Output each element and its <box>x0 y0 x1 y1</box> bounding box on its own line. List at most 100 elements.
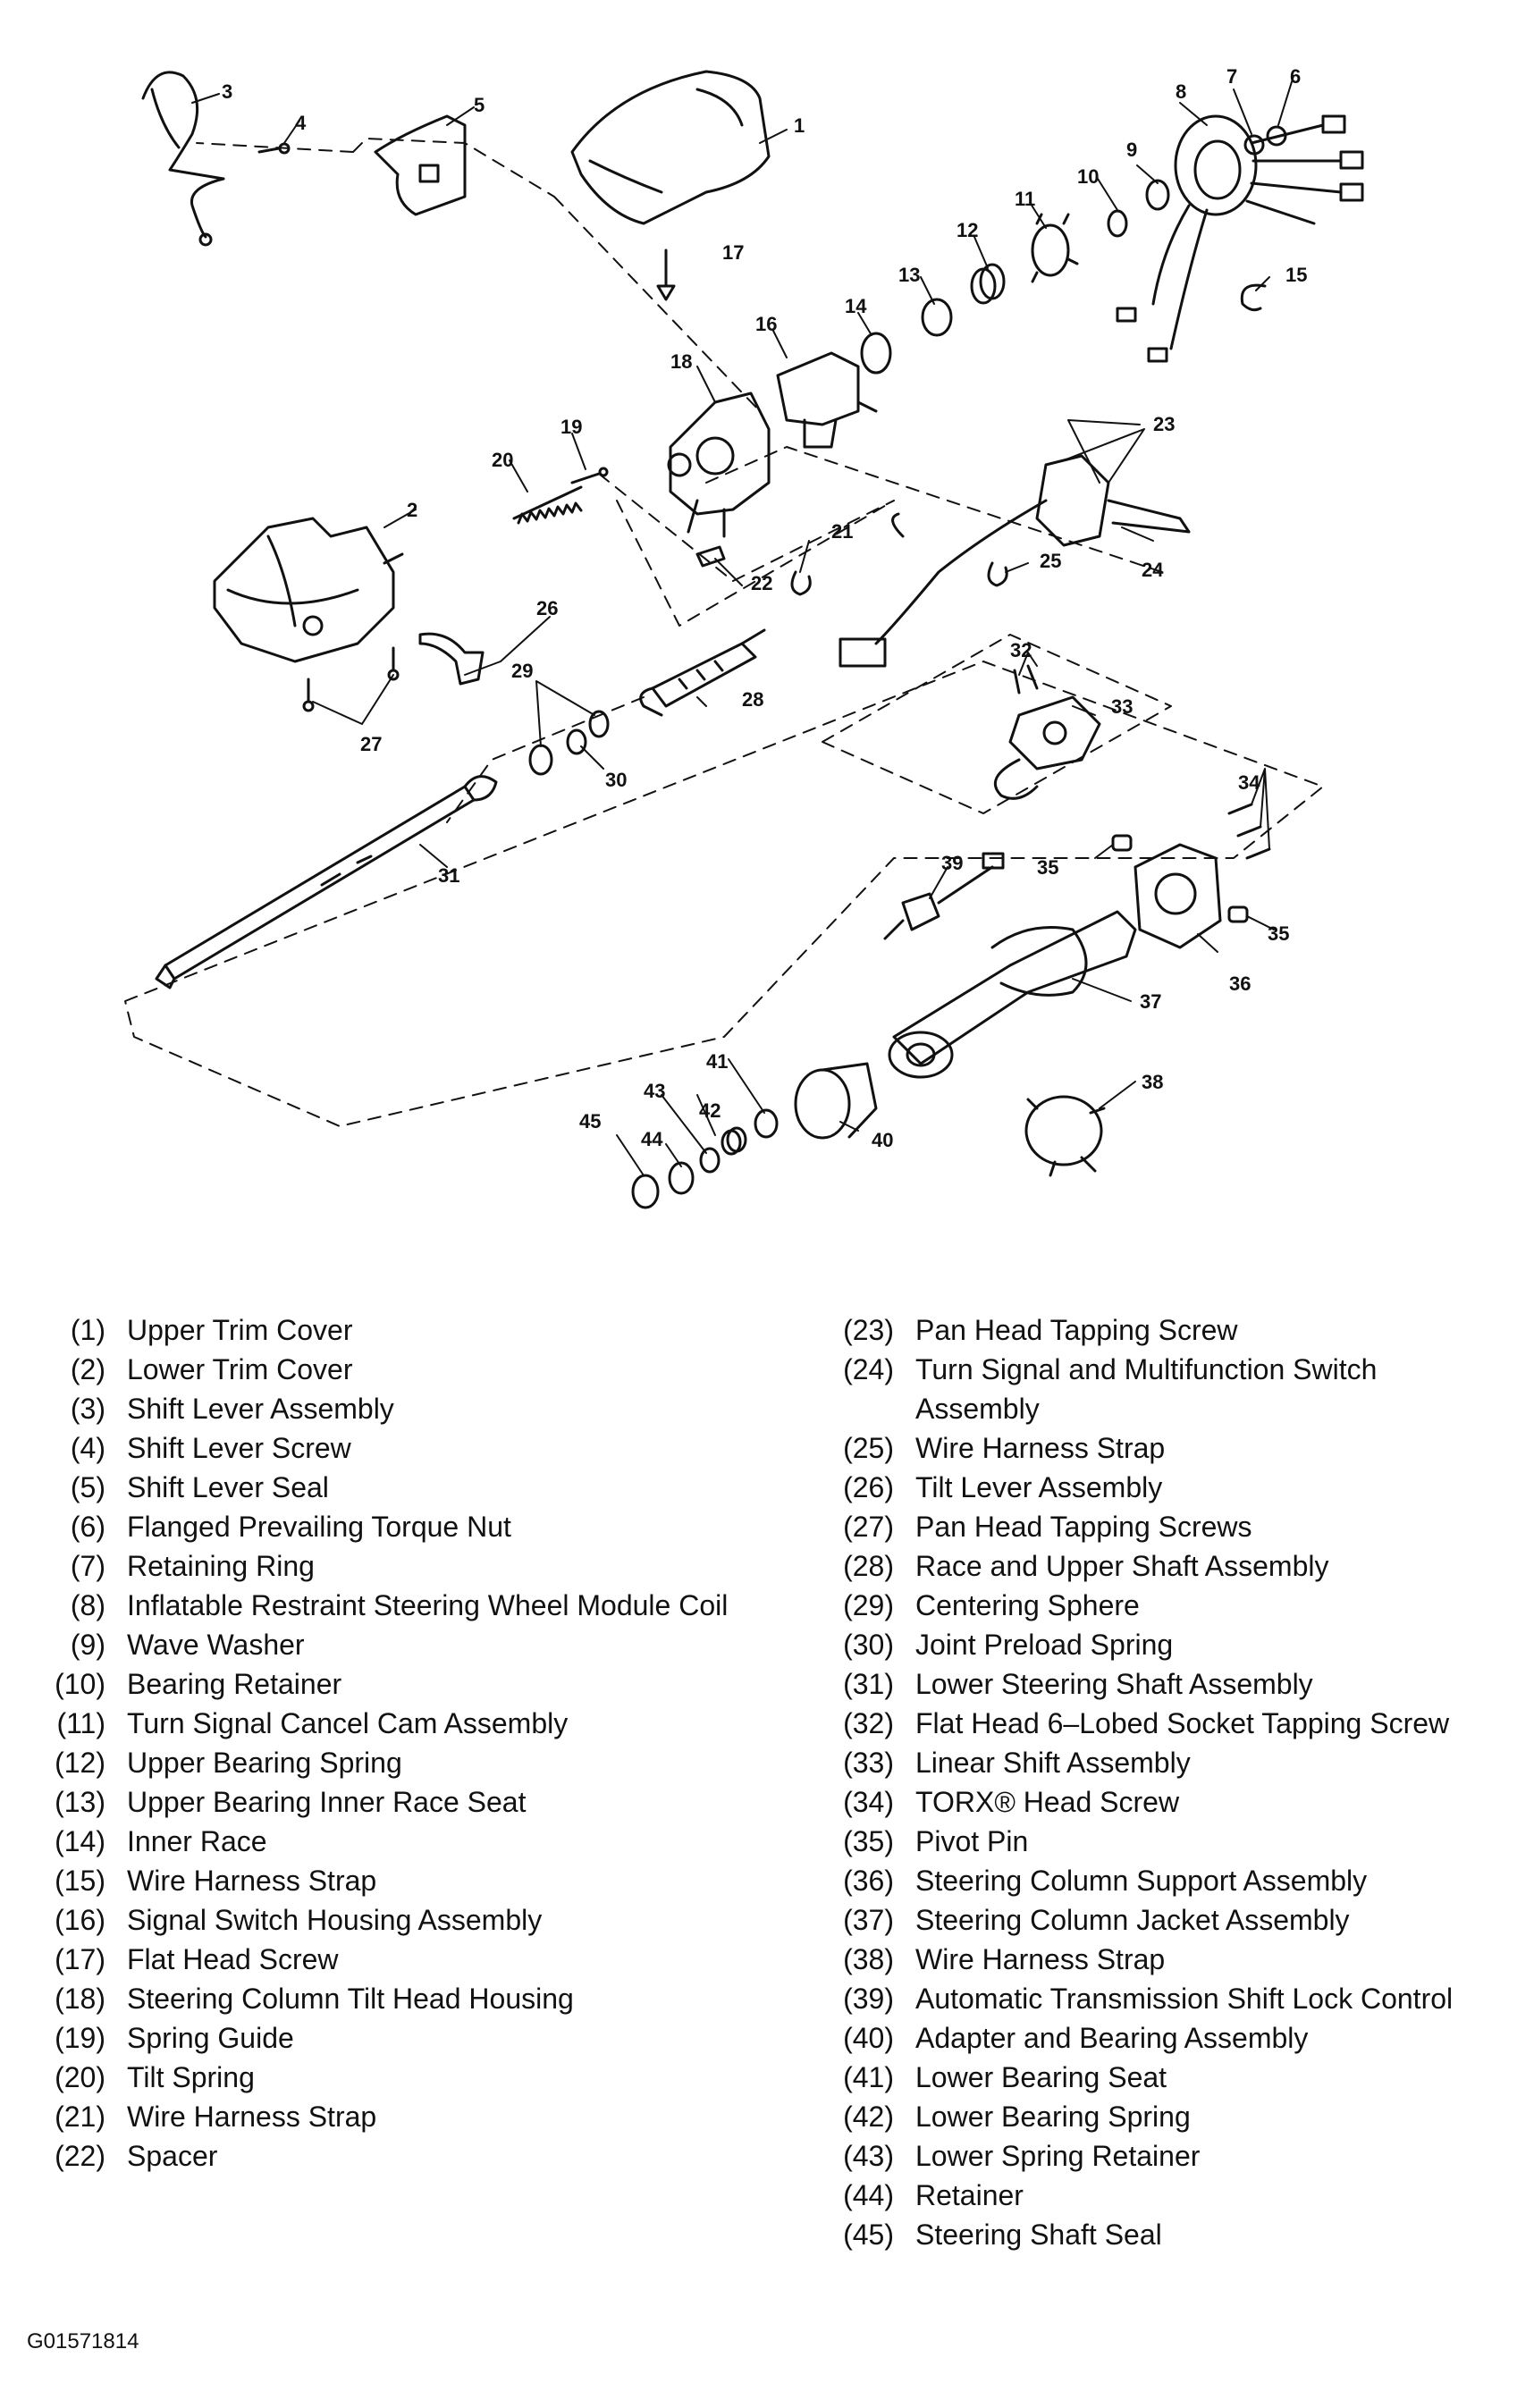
callout-19: 19 <box>560 416 582 438</box>
callout-21: 21 <box>831 520 853 543</box>
legend-row: (21)Wire Harness Strap <box>25 2097 758 2136</box>
pivot-pins-drawing <box>1111 834 1249 923</box>
tilt-head-housing-drawing <box>667 392 771 538</box>
legend-row: (27)Pan Head Tapping Screws <box>813 1507 1502 1546</box>
race-upper-shaft-drawing <box>639 628 766 717</box>
callout-38: 38 <box>1142 1071 1163 1093</box>
tilt-spring-drawing <box>512 485 583 525</box>
legend-row: (14)Inner Race <box>25 1822 758 1861</box>
legend-row: (43)Lower Spring Retainer <box>813 2136 1502 2176</box>
legend-number: (7) <box>70 1550 105 1582</box>
legend-label: Steering Column Jacket Assembly <box>915 1904 1350 1936</box>
legend-label: Wire Harness Strap <box>127 2101 377 2133</box>
legend-row: (1)Upper Trim Cover <box>25 1310 758 1350</box>
adapter-bearing-drawing <box>794 1062 878 1140</box>
wire-harness-strap-15-drawing <box>1240 283 1267 312</box>
callout-40: 40 <box>872 1129 893 1151</box>
wire-harness-strap-38-drawing <box>1024 1095 1106 1177</box>
lower-bearing-spring-drawing <box>721 1126 747 1156</box>
legend-row: (5)Shift Lever Seal <box>25 1468 758 1507</box>
legend-label: Upper Bearing Spring <box>127 1747 402 1779</box>
callout-13: 13 <box>898 264 920 286</box>
legend-row: (17) Flat Head Screw <box>25 1940 758 1979</box>
module-coil-drawing <box>1116 114 1364 363</box>
joint-preload-spring-drawing <box>566 728 587 755</box>
legend-row: (7)Retaining Ring <box>25 1546 758 1586</box>
legend-label: Automatic Transmission Shift Lock Contro… <box>915 1983 1454 2015</box>
legend-number: (27) <box>843 1511 894 1543</box>
callout-2: 2 <box>407 499 417 521</box>
callout-42: 42 <box>699 1099 721 1122</box>
legend-number: (41) <box>843 2061 894 2093</box>
legend-number: (15) <box>55 1865 105 1897</box>
lower-steering-shaft-drawing <box>155 775 498 989</box>
legend-number: (12) <box>55 1747 105 1779</box>
legend-label: Spacer <box>127 2140 218 2172</box>
multifunction-switch-drawing <box>839 454 1191 668</box>
legend-label: Inflatable Restraint Steering Wheel Modu… <box>127 1589 729 1621</box>
callout-8: 8 <box>1176 80 1186 103</box>
legend-row: (22) Spacer <box>25 2136 758 2176</box>
shift-lock-control-drawing <box>883 852 1005 940</box>
legend-label: Lower Bearing Seat <box>915 2061 1167 2093</box>
legend-number: (26) <box>843 1471 894 1503</box>
callout-10: 10 <box>1077 165 1099 188</box>
legend-label: Lower Bearing Spring <box>915 2101 1191 2133</box>
legend-number: (9) <box>70 1629 105 1661</box>
legend-label: Retainer <box>915 2179 1024 2211</box>
legend-row: (42)Lower Bearing Spring <box>813 2097 1502 2136</box>
legend-number: (36) <box>843 1865 894 1897</box>
legend-row: (34)TORX® Head Screw <box>813 1782 1502 1822</box>
callout-16: 16 <box>755 313 777 335</box>
legend-number: (28) <box>843 1550 894 1582</box>
legend-row: (31)Lower Steering Shaft Assembly <box>813 1664 1502 1704</box>
legend-label: Spring Guide <box>127 2022 294 2054</box>
legend-row: (30) Joint Preload Spring <box>813 1625 1502 1664</box>
legend-row: (26) Tilt Lever Assembly <box>813 1468 1502 1507</box>
exploded-view-diagram: 1 2 3 4 5 6 7 8 9 10 11 12 13 14 15 16 1… <box>124 65 1364 1209</box>
legend-number: (18) <box>55 1983 105 2015</box>
legend-label: Tilt Lever Assembly <box>915 1471 1163 1503</box>
callout-15: 15 <box>1285 264 1307 286</box>
legend-row: (25)Wire Harness Strap <box>813 1428 1502 1468</box>
legend-label: Shift Lever Assembly <box>127 1393 394 1425</box>
legend-row: (44)Retainer <box>813 2176 1502 2215</box>
legend-number: (8) <box>70 1589 105 1621</box>
callout-28: 28 <box>742 688 763 711</box>
legend-row: (33)Linear Shift Assembly <box>813 1743 1502 1782</box>
legend-row: (4)Shift Lever Screw <box>25 1428 758 1468</box>
legend-row: (10)Bearing Retainer <box>25 1664 758 1704</box>
spacer-drawing <box>695 545 726 568</box>
legend-number: (30) <box>843 1629 894 1661</box>
tilt-lever-drawing <box>418 632 485 686</box>
legend-number: (1) <box>70 1314 105 1346</box>
flat-head-screw-17-drawing <box>656 248 676 301</box>
legend-label: Joint Preload Spring <box>915 1629 1174 1661</box>
legend-label: Lower Spring Retainer <box>915 2140 1201 2172</box>
legend-label: Upper Bearing Inner Race Seat <box>127 1786 527 1818</box>
callout-numbers: 1 2 3 4 5 6 7 8 9 10 11 12 13 14 15 16 1… <box>222 65 1307 1151</box>
callout-1: 1 <box>794 114 805 137</box>
callout-26: 26 <box>536 597 558 619</box>
callout-22: 22 <box>751 572 772 594</box>
cancel-cam-drawing <box>1031 213 1079 283</box>
legend-number: (17) <box>55 1943 105 1975</box>
legend-label: Flanged Prevailing Torque Nut <box>127 1511 511 1543</box>
legend-label: Flat Head Screw <box>127 1943 339 1975</box>
legend-number: (10) <box>55 1668 105 1700</box>
torx-screws-34-drawing <box>1227 803 1271 860</box>
legend-row: (29)Centering Sphere <box>813 1586 1502 1625</box>
legend-number: (45) <box>843 2219 894 2251</box>
callout-4: 4 <box>295 112 307 134</box>
legend-row: (38)Wire Harness Strap <box>813 1940 1502 1979</box>
callout-44: 44 <box>641 1128 663 1150</box>
figure-code: G01571814 <box>27 2329 139 2353</box>
pan-head-screws-27-drawing <box>302 646 400 712</box>
legend-row: (9)Wave Washer <box>25 1625 758 1664</box>
steering-shaft-seal-drawing <box>631 1174 660 1209</box>
legend-row: (36)Steering Column Support Assembly <box>813 1861 1502 1900</box>
legend-row: (15)Wire Harness Strap <box>25 1861 758 1900</box>
legend-number: (22) <box>55 2140 105 2172</box>
callout-34: 34 <box>1238 771 1260 794</box>
legend-row: (16)Signal Switch Housing Assembly <box>25 1900 758 1940</box>
